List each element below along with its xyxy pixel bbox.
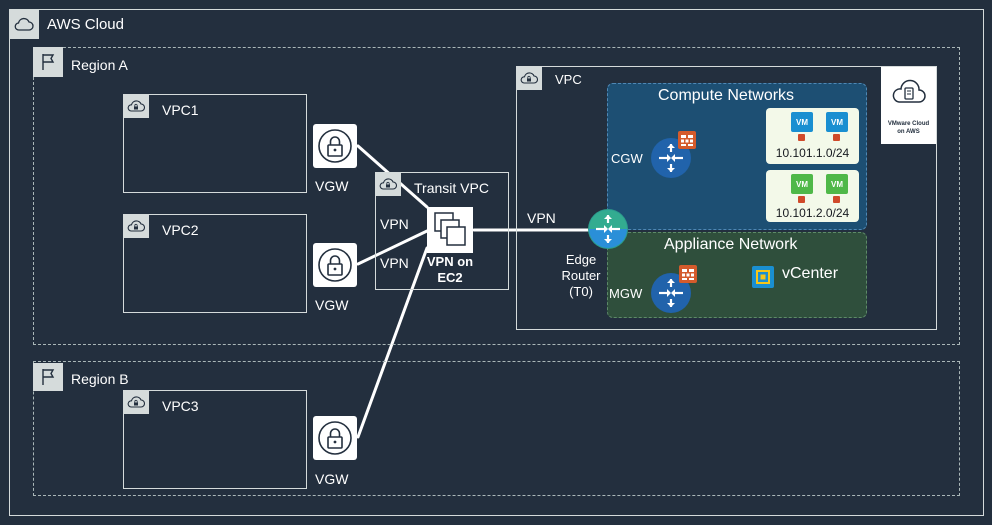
vpc2-label: VPC2	[162, 222, 199, 238]
vpc-cloud-lock-icon	[516, 66, 542, 90]
region-a-frame	[33, 47, 960, 345]
appliance-network-label: Appliance Network	[664, 236, 798, 253]
appliance-network-area	[607, 232, 867, 318]
vpn-label-bottom: VPN	[380, 255, 409, 271]
flag-icon	[33, 363, 63, 391]
vpn-on-ec2-line1: VPN on	[426, 254, 474, 269]
compute-networks-label: Compute Networks	[658, 87, 795, 104]
vgw1-label: VGW	[315, 178, 349, 194]
link-vgw3-transit	[356, 246, 429, 439]
edge-router-icon	[588, 209, 628, 249]
cgw-firewall-icon	[678, 131, 696, 149]
vm-icon: VM	[826, 112, 848, 132]
edge-router-line2: Router	[561, 268, 601, 283]
cloud-icon	[9, 9, 39, 39]
vcenter-label: vCenter	[782, 265, 839, 282]
vpc-cloud-lock-icon	[123, 214, 149, 238]
vpc2-box	[123, 214, 307, 313]
vgw-lock-icon	[313, 416, 357, 460]
aws-cloud-label: AWS Cloud	[47, 16, 124, 33]
vmware-cloud-badge: VMware Cloud on AWS	[881, 67, 936, 144]
vgw2-label: VGW	[315, 297, 349, 313]
subnet-card-2: VM VM 10.101.2.0/24	[766, 170, 859, 222]
vgw-lock-icon	[313, 243, 357, 287]
transit-vpc-box	[375, 172, 509, 290]
aws-cloud-frame	[9, 9, 984, 516]
region-b-frame	[33, 361, 960, 496]
vmware-cloud-icon	[892, 79, 926, 103]
vmware-badge-line2: on AWS	[897, 129, 920, 135]
vm-tag-icon	[798, 134, 805, 141]
vm-tag-icon	[798, 196, 805, 203]
vpn-on-ec2-line2: EC2	[437, 270, 463, 285]
ec2-instances-icon	[427, 207, 473, 253]
vgw-lock-icon	[313, 124, 357, 168]
vmware-badge-line1: VMware Cloud	[887, 121, 930, 127]
vpn-label-top: VPN	[380, 216, 409, 232]
flag-icon	[33, 47, 63, 77]
vm-icon: VM	[791, 174, 813, 194]
cgw-label: CGW	[611, 151, 643, 166]
vpc1-label: VPC1	[162, 102, 199, 118]
link-vgw2-transit	[356, 229, 429, 266]
vpn-link-label: VPN	[527, 210, 556, 226]
mgw-firewall-icon	[679, 265, 697, 283]
vpc-cloud-lock-icon	[123, 94, 149, 118]
vpc3-label: VPC3	[162, 398, 199, 414]
region-a-label: Region A	[71, 57, 128, 73]
vpc-cloud-lock-icon	[123, 390, 149, 414]
sddc-vpc-label: VPC	[555, 72, 582, 87]
sddc-vpc-box	[516, 66, 937, 330]
vpc-cloud-lock-icon	[375, 172, 401, 196]
vm-tag-icon	[833, 134, 840, 141]
vpc3-box	[123, 390, 307, 489]
subnet-2-cidr: 10.101.2.0/24	[775, 206, 850, 220]
edge-router-line3: (T0)	[569, 284, 593, 299]
vgw3-label: VGW	[315, 471, 349, 487]
vm-icon: VM	[826, 174, 848, 194]
vm-icon: VM	[791, 112, 813, 132]
mgw-label: MGW	[609, 286, 643, 301]
transit-vpc-label: Transit VPC	[414, 180, 489, 196]
vm-tag-icon	[833, 196, 840, 203]
subnet-1-cidr: 10.101.1.0/24	[775, 146, 850, 160]
subnet-card-1: VM VM 10.101.1.0/24	[766, 108, 859, 164]
vpc1-box	[123, 94, 307, 193]
vcenter-icon	[752, 266, 774, 288]
region-b-label: Region B	[71, 371, 129, 387]
edge-router-line1: Edge	[565, 252, 597, 267]
